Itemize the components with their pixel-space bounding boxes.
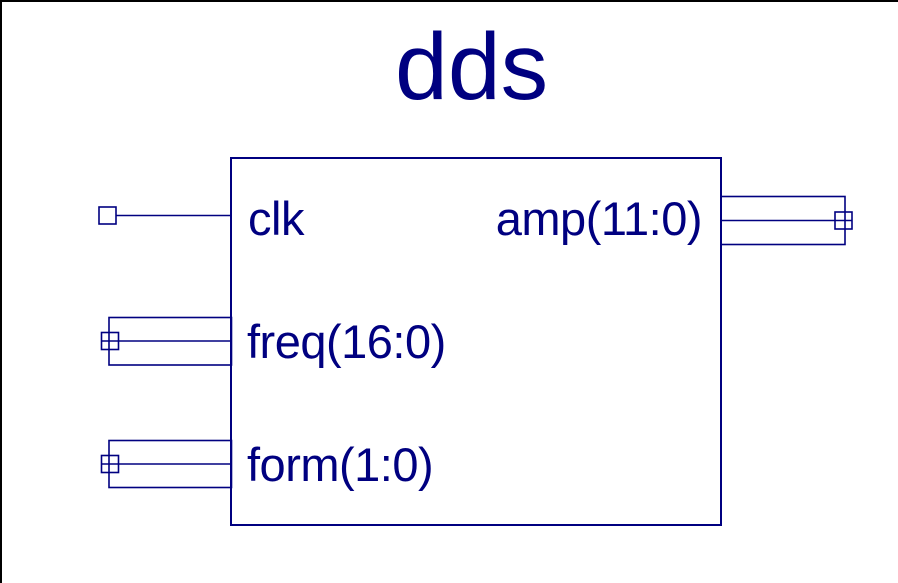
symbol-title: dds: [395, 14, 549, 120]
clk-pin-square: [98, 206, 117, 225]
port-label-form: form(1:0): [247, 438, 434, 491]
form-pin-square: [100, 454, 120, 474]
port-label-freq: freq(16:0): [247, 315, 446, 368]
port-label-clk: clk: [248, 192, 304, 245]
freq-pin-square: [100, 331, 120, 351]
port-label-amp: amp(11:0): [495, 192, 703, 245]
amp-pin-square: [834, 211, 853, 230]
